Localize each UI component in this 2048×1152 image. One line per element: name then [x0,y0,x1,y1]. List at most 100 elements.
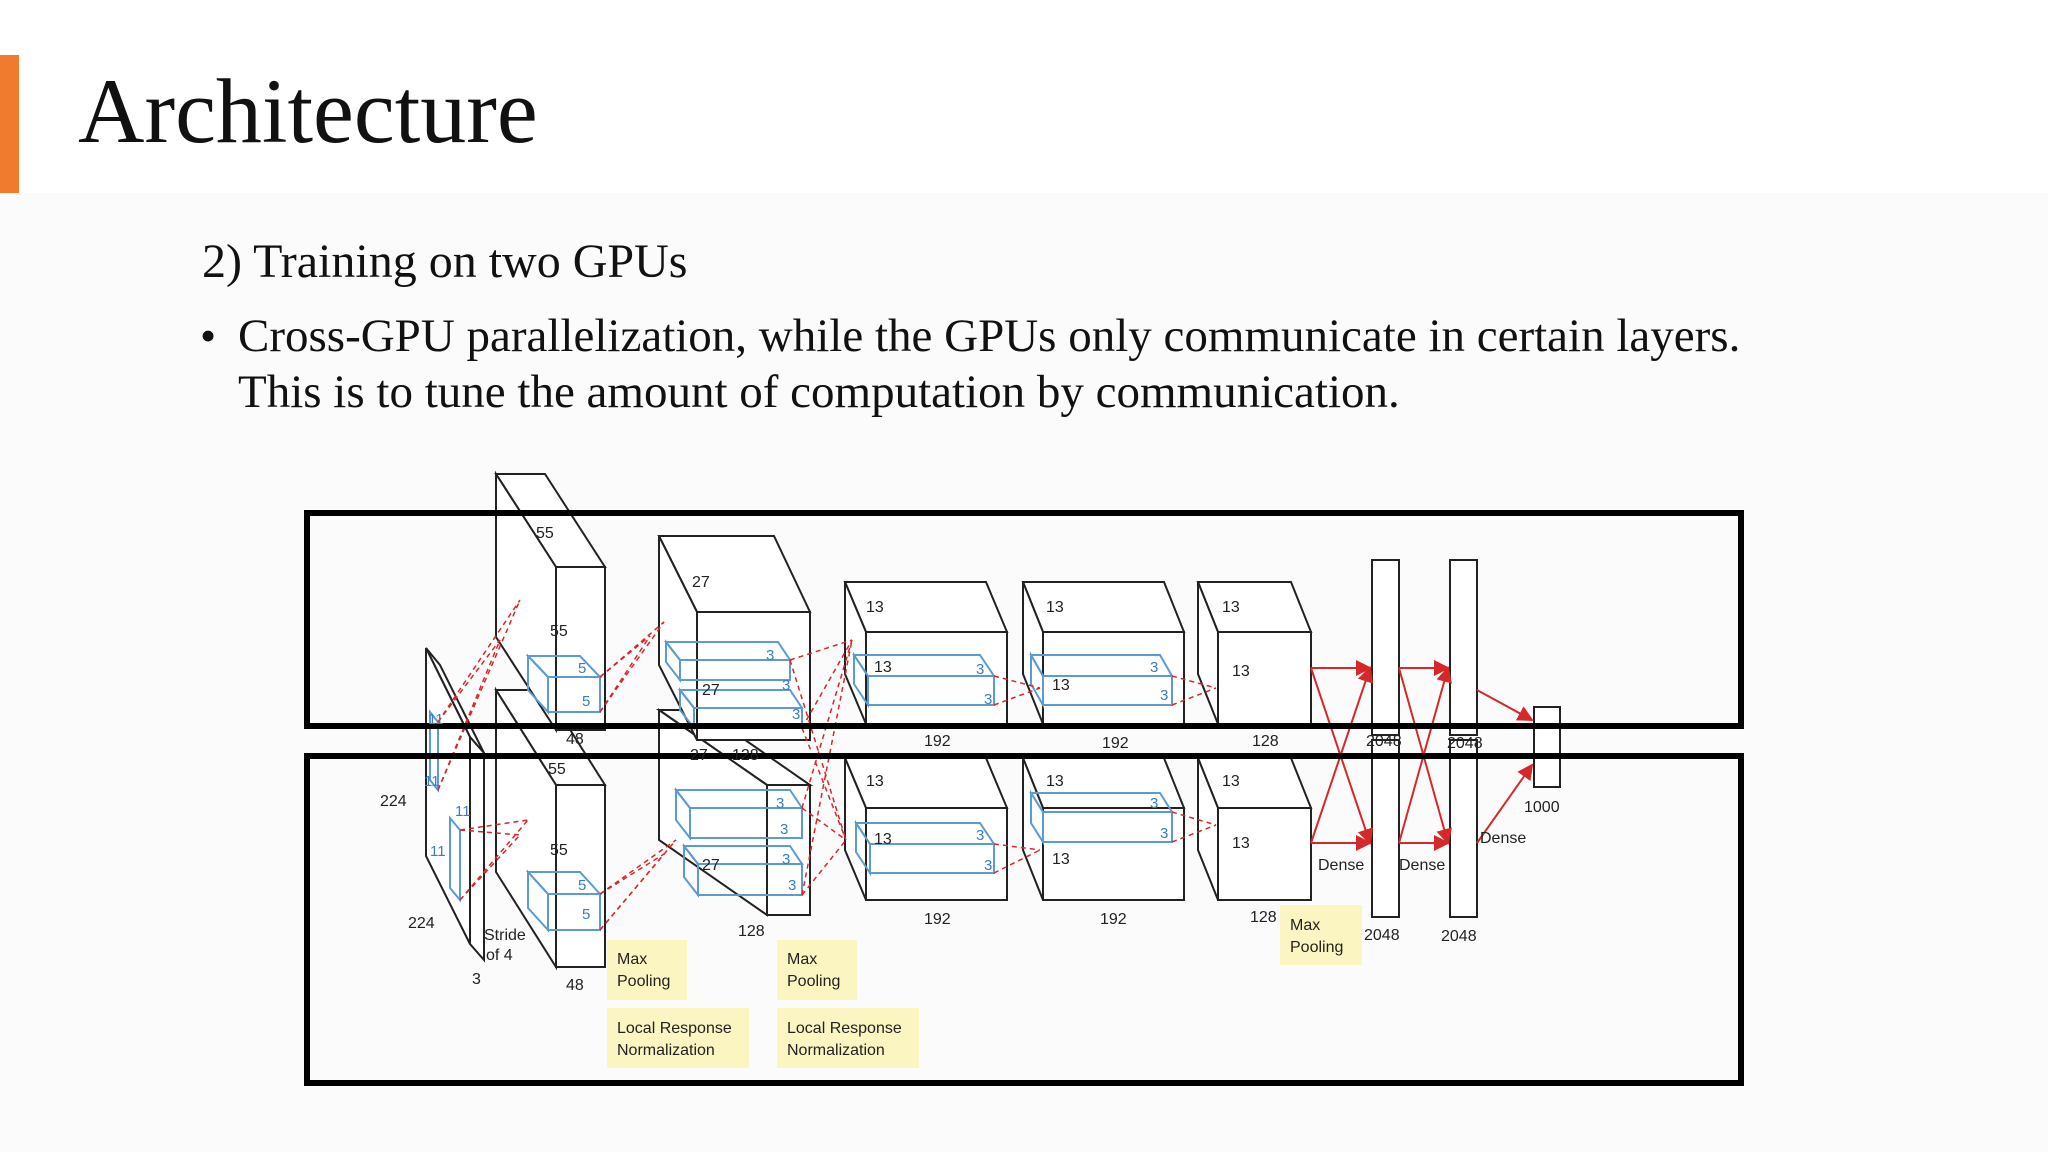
kernel-size-label: 3 [780,821,788,838]
conv4-dim-label: 13 [1052,677,1070,694]
kernel-size-label: 11 [455,803,471,820]
kernel-size-label: 5 [578,877,586,894]
max-pooling-note-2 [777,940,857,1000]
gpu2-frame [304,753,1744,1086]
bullet-dot-icon: • [200,310,217,361]
lrn-note-2 [777,1008,919,1068]
kernel-size-label: 3 [782,851,790,868]
conv5-bottom-volume [1196,757,1313,901]
kernel-size-label: 3 [766,647,774,664]
conv4-dim-label: 13 [1046,773,1064,790]
dense-label: Dense [1399,857,1445,874]
output-size-label: 1000 [1524,799,1560,816]
kernel-size-label: 11 [428,711,444,728]
conv4-depth-label: 192 [1100,911,1127,928]
max-pooling-text: Max [1290,917,1320,934]
lrn-note-1 [607,1008,749,1068]
input-channels-label: 3 [472,971,481,988]
dense2-top-bar [1449,559,1478,736]
lrn-text: Local Response [787,1020,902,1037]
conv2-dim-label: 27 [702,682,720,699]
conv5-top-volume [1196,581,1313,725]
kernel-size-label: 5 [578,660,586,677]
max-pooling-text: Max [617,951,647,968]
stride-of-label: of 4 [486,947,513,964]
max-pooling-text: Pooling [617,973,670,990]
dense-size-label: 2048 [1441,928,1477,945]
conv1-dim-label: 55 [548,761,566,778]
kernel-size-label: 5 [582,693,590,710]
dense-label: Dense [1480,830,1526,847]
kernel-size-label: 11 [430,843,446,860]
conv5-depth-label: 128 [1252,733,1279,750]
kernel-size-label: 3 [792,706,800,723]
conv3-bottom-volume [843,757,1009,901]
conv5-dim-label: 13 [1222,599,1240,616]
conv4-depth-label: 192 [1102,735,1129,752]
conv1-top-volume [494,470,607,734]
subheading: 2) Training on two GPUs [202,235,688,288]
conv1-depth-label: 48 [566,731,584,748]
dense-size-label: 2048 [1364,927,1400,944]
conv4-dim-label: 13 [1046,599,1064,616]
dense-size-label: 2048 [1447,735,1483,752]
max-pooling-text: Pooling [1290,939,1343,956]
title-accent-bar [0,55,19,193]
connection-lines [437,599,1217,931]
kernel-size-label: 3 [1160,687,1168,704]
dense1-bottom-bar [1371,739,1400,918]
conv2-top-volume [657,535,812,741]
kernel-size-label: 3 [776,795,784,812]
bullet-text: Cross-GPU parallelization, while the GPU… [238,310,1741,418]
conv1-depth-label: 48 [566,977,584,994]
output-bar [1533,706,1561,788]
slide-title: Architecture [78,60,538,162]
kernel-size-label: 3 [984,857,992,874]
kernel-size-label: 3 [1150,659,1158,676]
conv3-dim-label: 13 [866,599,884,616]
title-band [0,0,2048,193]
conv2-depth-label: 128 [732,747,759,764]
kernel-size-label: 3 [782,677,790,694]
conv2-dim-label: 27 [690,747,708,764]
conv3-dim-label: 13 [874,659,892,676]
kernel-size-label: 3 [976,827,984,844]
conv3-depth-label: 192 [924,911,951,928]
lrn-text: Normalization [617,1042,715,1059]
conv2-depth-label: 128 [738,923,765,940]
conv5-dim-label: 13 [1232,663,1250,680]
conv5-dim-label: 13 [1232,835,1250,852]
conv1-bottom-volume [494,686,607,971]
kernel-size-label: 11 [424,773,440,790]
dense-label: Dense [1318,857,1364,874]
max-pooling-note-3 [1280,905,1362,965]
max-pooling-text: Pooling [787,973,840,990]
max-pooling-text: Max [787,951,817,968]
stride-label: Stride [484,927,526,944]
conv1-dim-label: 55 [536,525,554,542]
dense2-bottom-bar [1449,739,1478,918]
conv3-depth-label: 192 [924,733,951,750]
conv2-dim-label: 27 [692,574,710,591]
conv4-dim-label: 13 [1052,851,1070,868]
conv1-dim-label: 55 [550,842,568,859]
input-dim-label: 224 [380,793,407,810]
kernel-size-label: 3 [976,661,984,678]
kernel-size-label: 3 [1150,795,1158,812]
dense-size-label: 2048 [1366,733,1402,750]
conv5-depth-label: 128 [1250,909,1277,926]
dense1-top-bar [1371,559,1400,736]
gpu1-frame [304,510,1744,729]
conv3-dim-label: 13 [866,773,884,790]
conv4-bottom-volume [1021,757,1186,901]
kernel-size-label: 5 [582,906,590,923]
max-pooling-note-1 [607,940,687,1000]
conv5-dim-label: 13 [1222,773,1240,790]
lrn-text: Normalization [787,1042,885,1059]
conv3-dim-label: 13 [874,831,892,848]
conv1-dim-label: 55 [550,623,568,640]
lrn-text: Local Response [617,1020,732,1037]
kernel-size-label: 3 [788,877,796,894]
conv2-dim-label: 27 [702,857,720,874]
